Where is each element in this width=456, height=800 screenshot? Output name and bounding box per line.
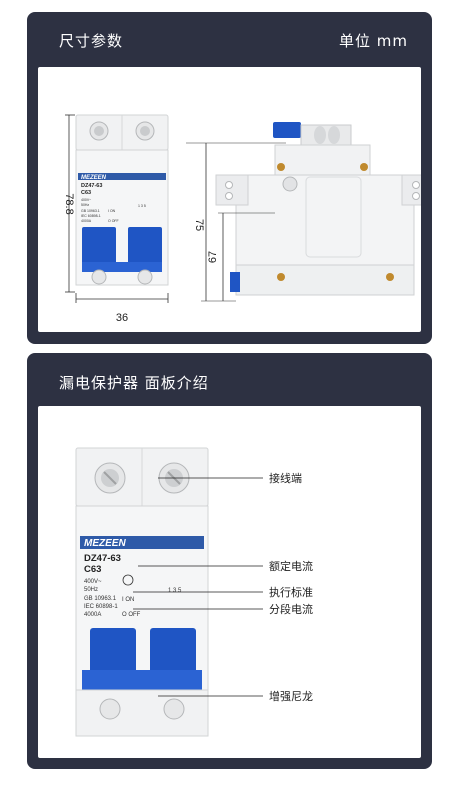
depth-body-dimension: 67 — [207, 212, 275, 301]
front-voltage-text: 400V~ — [81, 198, 91, 202]
depth-value: 75 — [193, 219, 205, 231]
side-view-breaker — [215, 122, 435, 296]
intro-model-text: DZ47-63 — [84, 553, 121, 564]
intro-brand-text: MEZEEN — [84, 538, 126, 549]
intro-breaker: MEZEEN DZ47-63 C63 400V~ 50Hz GB 10963.1… — [75, 447, 209, 737]
front-standard-2-text: IEC 60898-1 — [81, 214, 101, 218]
dimensions-card: 尺寸参数 单位 mm MEZEEN DZ47-63 C63 400V~ — [27, 12, 435, 344]
panel-intro-drawing: MEZEEN DZ47-63 C63 400V~ 50Hz GB 10963.1… — [75, 447, 313, 737]
front-off-text: O OFF — [108, 219, 119, 223]
front-rating-text: C63 — [81, 190, 91, 196]
panel-intro-panel: MEZEEN DZ47-63 C63 400V~ 50Hz GB 10963.1… — [38, 406, 421, 758]
dimensions-title: 尺寸参数 — [59, 32, 124, 50]
dimensions-panel: MEZEEN DZ47-63 C63 400V~ 50Hz GB 10963.1… — [38, 67, 435, 332]
front-terminals-text: 1 3 5 — [138, 204, 146, 208]
height-value: 78.8 — [63, 193, 75, 214]
front-view-breaker: MEZEEN DZ47-63 C63 400V~ 50Hz GB 10963.1… — [75, 114, 169, 286]
front-on-text: I ON — [108, 209, 116, 213]
intro-standard-1-text: GB 10963.1 — [84, 596, 117, 602]
front-frequency-text: 50Hz — [81, 203, 89, 207]
front-brand-text: MEZEEN — [81, 175, 107, 181]
width-value: 36 — [116, 312, 128, 324]
depth-dimension: 75 — [186, 142, 286, 302]
intro-on-text: I ON — [122, 597, 134, 603]
panel-intro-title: 漏电保护器 面板介绍 — [59, 374, 209, 392]
dimensions-drawing: MEZEEN DZ47-63 C63 400V~ 50Hz GB 10963.1… — [63, 114, 435, 324]
intro-voltage-text: 400V~ — [84, 579, 102, 585]
front-standard-1-text: GB 10963.1 — [81, 209, 100, 213]
callout-nylon: 增强尼龙 — [269, 689, 313, 703]
callout-terminal: 接线端 — [269, 471, 302, 485]
height-dimension: 78.8 — [63, 114, 75, 293]
intro-standard-2-text: IEC 60898-1 — [84, 604, 118, 610]
unit-label: 单位 mm — [339, 32, 408, 50]
width-dimension: 36 — [75, 293, 169, 324]
callout-lines — [133, 477, 263, 697]
intro-off-text: O OFF — [122, 612, 141, 618]
intro-capacity-text: 4000A — [84, 612, 101, 618]
depth-body-value: 67 — [207, 251, 219, 263]
intro-terminals-text: 1 3 5 — [168, 588, 182, 594]
intro-rating-text: C63 — [84, 564, 101, 575]
callout-standard: 执行标准 — [269, 585, 313, 599]
front-capacity-text: 4000A — [81, 219, 92, 223]
panel-intro-card: 漏电保护器 面板介绍 MEZEEN DZ47-63 — [27, 353, 432, 769]
intro-frequency-text: 50Hz — [84, 587, 98, 593]
callout-breaking-current: 分段电流 — [269, 602, 313, 616]
callout-rated-current: 额定电流 — [269, 559, 313, 573]
front-model-text: DZ47-63 — [81, 183, 102, 189]
